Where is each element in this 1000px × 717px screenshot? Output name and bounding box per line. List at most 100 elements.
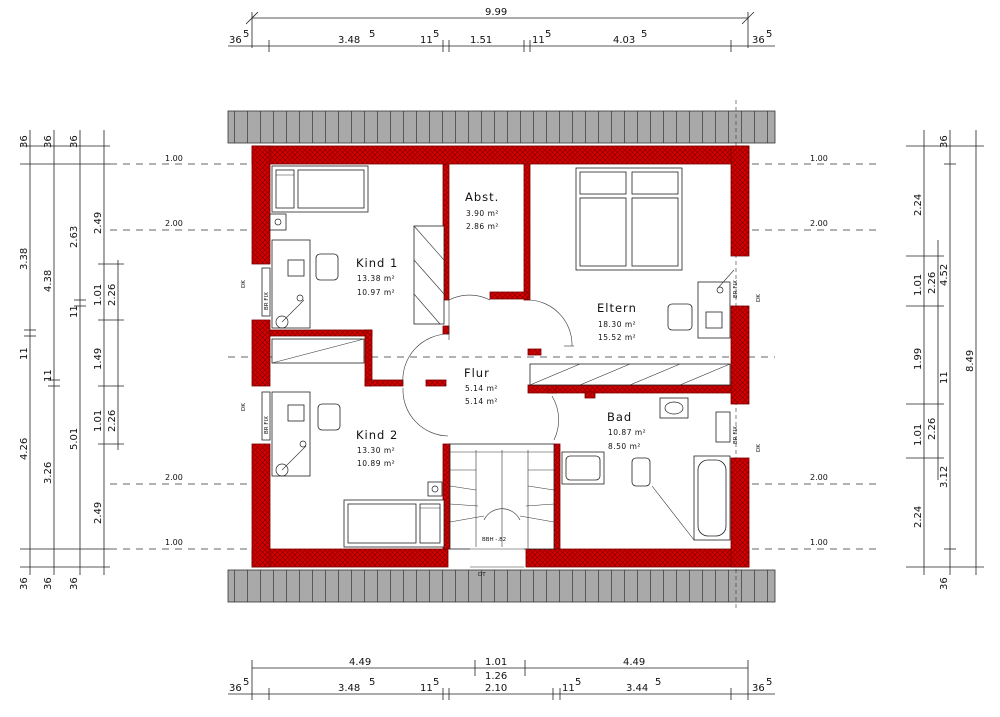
stair-tag: BBH -.82 [482,537,506,543]
dim-left-c3-e: 36 [69,577,80,590]
dim-right-r2-a: 36 [939,135,950,148]
room-name-abst: Abst. [465,190,499,204]
dim-bottom-r2-a: 36 [229,683,242,694]
stair-dt-label: DT [478,572,486,578]
level-label-l2: 2.00 [165,219,183,228]
room-area1-eltern: 18.30 m² [598,320,636,329]
dim-bottom-r2-a-sup: 5 [243,677,249,688]
room-eltern: Eltern 18.30 m² 15.52 m² [597,301,637,342]
furniture [261,165,735,548]
stairs [449,443,555,568]
room-kind1: Kind 1 13.38 m² 10.97 m² [356,256,398,297]
level-label-l2b: 2.00 [165,473,183,482]
room-area2-eltern: 15.52 m² [598,333,636,342]
dim-top-e: 11 [532,35,545,46]
dim-right-r3-a: 4.52 [939,264,950,286]
room-area1-bad: 10.87 m² [608,428,646,437]
dim-left-c3-a: 36 [69,135,80,148]
dim-left-c4-e: 2.49 [93,502,104,524]
dim-left-c2-e: 36 [43,577,54,590]
dim-left-c4-a: 2.49 [93,212,104,234]
room-area1-kind2: 13.30 m² [357,446,395,455]
level-label-r1: 1.00 [810,154,828,163]
doors [402,294,574,441]
dim-right-r2-e: 3.12 [939,466,950,488]
right-dimensions [906,130,984,575]
room-area1-abst: 3.90 m² [466,209,499,218]
room-area2-kind2: 10.89 m² [357,459,395,468]
dim-left-c1-d: 4.26 [19,438,30,460]
dim-right-r4-a: 8.49 [965,350,976,372]
dim-left-c5-a: 2.26 [107,284,118,306]
room-name-kind2: Kind 2 [356,428,398,442]
dim-top-g-sup: 5 [766,29,772,40]
dim-bottom-r2-d: 2.10 [485,683,507,694]
room-area2-abst: 2.86 m² [466,222,499,231]
dim-top-g: 36 [752,35,765,46]
dim-right-r1-e: 2.24 [913,506,924,528]
level-label-r1b: 1.00 [810,538,828,547]
dim-top-e-sup: 5 [545,29,551,40]
dim-bottom-r2-e-sup: 5 [575,677,581,688]
level-label-l1: 1.00 [165,154,183,163]
dim-left-c3-b: 2.63 [69,226,80,248]
dim-left-c1-a: 36 [19,135,30,148]
dim-right-r2-f: 36 [939,577,950,590]
dim-right-r2-c: 11 [939,371,950,384]
dim-left-c1-c: 11 [19,347,30,360]
dim-right-r1-c: 1.99 [913,348,924,370]
dim-right-r2-d: 2.26 [927,418,938,440]
dim-right-r1-a: 2.24 [913,194,924,216]
window-brfix-kind1: BR FIX [264,292,270,310]
room-abst: Abst. 3.90 m² 2.86 m² [465,190,499,231]
dim-bottom-r2-g: 36 [752,683,765,694]
dim-top-f: 4.03 [613,35,635,46]
room-area2-bad: 8.50 m² [608,442,641,451]
roof-strip-top [227,110,776,144]
dim-bottom-r1-c: 4.49 [623,657,645,668]
dim-top-d: 1.51 [470,35,492,46]
dim-bottom-r2-d-top: 1.26 [485,671,507,682]
level-label-r2: 2.00 [810,219,828,228]
dim-bottom-r2-c-sup: 5 [433,677,439,688]
walls [251,145,750,568]
dim-top-c-sup: 5 [433,29,439,40]
dim-left-c1-b: 3.38 [19,248,30,270]
dim-left-c4-d: 1.01 [93,410,104,432]
window-dk-kind2: DK [241,403,247,411]
dim-right-r1-d: 1.01 [913,424,924,446]
window-brfix-eltern: BR FIX [733,280,739,298]
dim-left-c2-a: 36 [43,135,54,148]
window-brfix-bad: BR FIX [733,426,739,444]
dim-right-r2-b: 2.26 [927,272,938,294]
dim-bottom-r1-a: 4.49 [349,657,371,668]
dim-top-a: 36 [229,35,242,46]
dim-bottom-r2-b-sup: 5 [369,677,375,688]
dim-left-c3-d: 5.01 [69,428,80,450]
top-dimensions [228,11,775,52]
dim-top-a-sup: 5 [243,29,249,40]
dim-bottom-r2-b: 3.48 [338,683,360,694]
left-dimensions [20,130,124,575]
room-bad: Bad 10.87 m² 8.50 m² [607,410,646,451]
window-brfix-kind2: BR FIX [264,416,270,434]
level-label-l1b: 1.00 [165,538,183,547]
dim-top-b-sup: 5 [369,29,375,40]
dim-left-c4-c: 1.49 [93,348,104,370]
level-label-r2b: 2.00 [810,473,828,482]
dim-top-c: 11 [420,35,433,46]
dim-left-c5-b: 2.26 [107,410,118,432]
dim-left-c4-b: 1.01 [93,284,104,306]
room-kind2: Kind 2 13.30 m² 10.89 m² [356,428,398,468]
room-name-kind1: Kind 1 [356,256,398,270]
bottom-dimensions [228,660,775,700]
dim-left-c2-b: 4.38 [43,270,54,292]
dim-left-c2-d: 3.26 [43,462,54,484]
room-flur: Flur 5.14 m² 5.14 m² [464,366,497,406]
dim-top-f-sup: 5 [641,29,647,40]
dim-right-r1-b: 1.01 [913,274,924,296]
room-name-eltern: Eltern [597,301,637,315]
dim-bottom-r2-f-sup: 5 [655,677,661,688]
window-dk-eltern: DK [756,294,762,302]
